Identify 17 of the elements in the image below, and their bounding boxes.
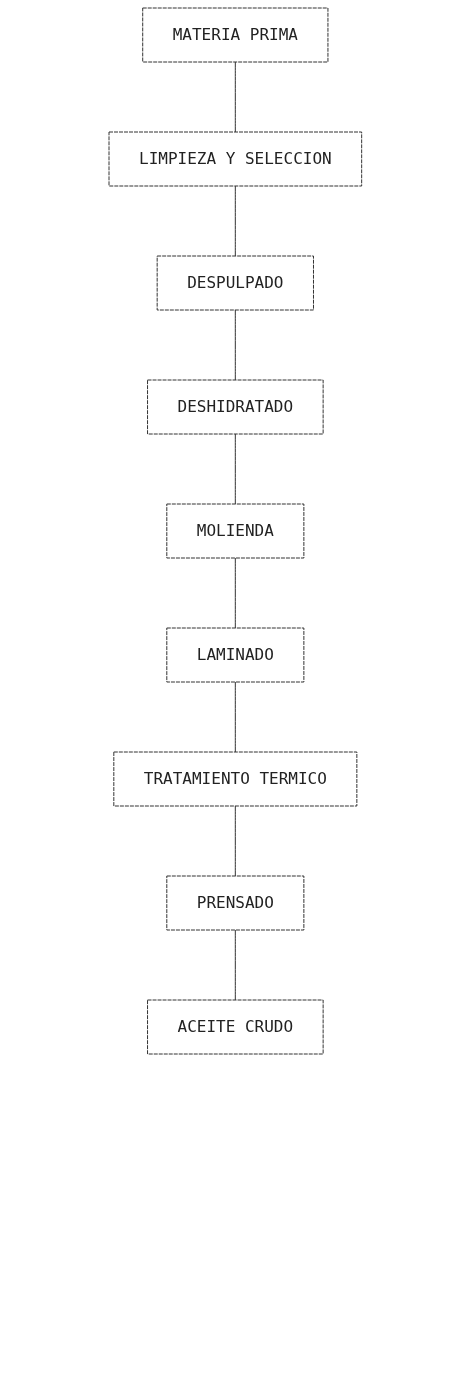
connector bbox=[234, 681, 236, 753]
node-box: MATERIA PRIMA bbox=[141, 7, 329, 63]
node-box: DESHIDRATADO bbox=[146, 379, 324, 435]
connector bbox=[234, 557, 236, 629]
node-box: LAMINADO bbox=[165, 627, 305, 683]
node-box: DESPULPADO bbox=[156, 255, 314, 311]
node-box: ACEITE CRUDO bbox=[146, 999, 324, 1055]
node-box: LIMPIEZA Y SELECCION bbox=[108, 131, 362, 187]
connector bbox=[234, 61, 236, 133]
connector bbox=[234, 433, 236, 505]
connector bbox=[234, 309, 236, 381]
node-box: TRATAMIENTO TERMICO bbox=[113, 751, 357, 807]
node-box: MOLIENDA bbox=[165, 503, 305, 559]
connector bbox=[234, 805, 236, 877]
connector bbox=[234, 929, 236, 1001]
connector bbox=[234, 185, 236, 257]
node-box: PRENSADO bbox=[165, 875, 305, 931]
